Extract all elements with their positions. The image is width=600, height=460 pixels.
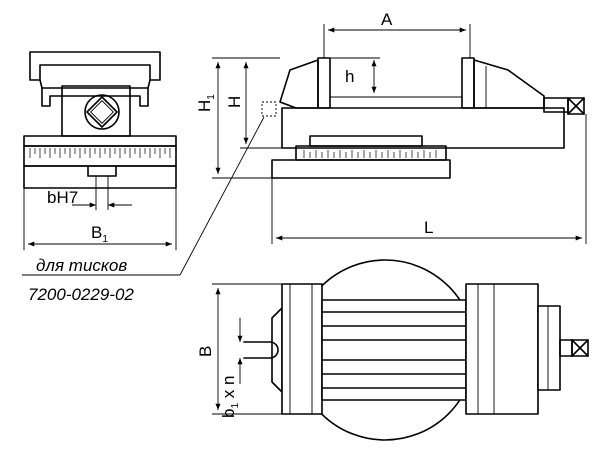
dim-label-b1xn: b1 x n: [219, 376, 241, 418]
dim-label-H1: H1: [195, 94, 217, 112]
dim-label-A: A: [381, 10, 393, 29]
front-scale-ticks: [29, 148, 171, 158]
dim-label-h: h: [345, 67, 354, 86]
dim-label-B1: B1: [91, 223, 108, 245]
dim-label-B: B: [196, 346, 215, 357]
top-view: B b1 x n: [196, 259, 589, 441]
dim-label-H: H: [225, 96, 244, 108]
note-line-1: для тисков: [36, 256, 127, 275]
dim-label-bH7: bH7: [47, 188, 78, 207]
dim-label-L: L: [424, 218, 433, 237]
side-view: A h H1 H L: [195, 10, 587, 244]
front-view: bH7 B1: [23, 51, 177, 250]
note-callout: для тисков 7200-0229-02: [22, 116, 265, 304]
side-scale-ticks: [303, 150, 437, 158]
note-line-2: 7200-0229-02: [28, 285, 134, 304]
